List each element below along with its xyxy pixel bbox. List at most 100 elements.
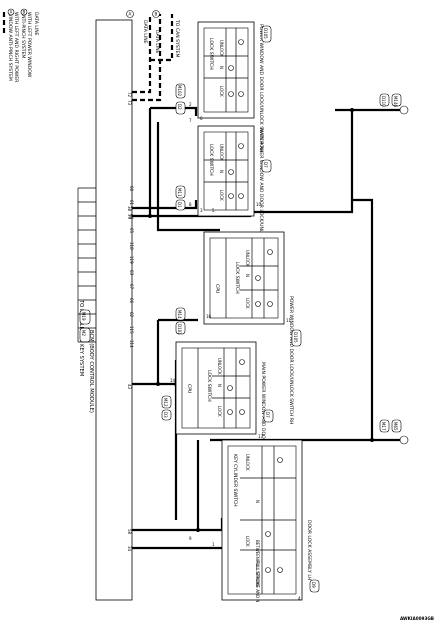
- pin-num: 8: [189, 202, 192, 207]
- pin-num: 14: [170, 378, 176, 383]
- bcm-out-pin: 38: [127, 206, 132, 212]
- bcm-pin: 62: [129, 312, 134, 318]
- pin-num: 4: [298, 596, 301, 601]
- bcm-pin: 65: [129, 228, 134, 234]
- pin-num: 7: [189, 118, 192, 123]
- wire-to-d110: [250, 110, 354, 214]
- rh-cpu-label: CPU: [214, 284, 220, 293]
- conn-m12: M12: [163, 398, 168, 407]
- bcm-out-pin: 58: [127, 529, 132, 535]
- bcm-out-pin: 39: [127, 214, 132, 220]
- splice: [350, 108, 354, 112]
- main-cpu-title: MAIN POWER WINDOW AND DOOR LOCK/UNLOCK S…: [260, 362, 266, 496]
- bcm-pin: 115: [129, 326, 134, 334]
- rh-lock-switch-label: LOCK SWITCH: [208, 38, 214, 70]
- terminal-right-bottom: [399, 435, 409, 445]
- rh-cpu-unlock-label: UNLOCK: [245, 250, 250, 267]
- data-line-wire-1: [132, 14, 152, 94]
- bcm-pin: 114: [129, 340, 134, 348]
- figure-code: AWKIA0093GB: [400, 616, 434, 621]
- door-n-label: N: [255, 500, 260, 503]
- legend-flag-a-text: A: [10, 10, 13, 15]
- wire-right-vertical: [352, 198, 374, 440]
- main-switch-title: MAIN POWER WINDOW AND DOOR LOCK/UNLOCK S…: [258, 128, 264, 262]
- can-wire: [150, 14, 174, 62]
- data-line-label-1: DATA LINE: [142, 20, 148, 44]
- main-cpu-lock-switch-label: LOCK SWITCH: [206, 370, 212, 402]
- door-unlock-label: UNLOCK: [245, 454, 250, 471]
- splice: [148, 214, 152, 218]
- legend-flag-b-text: B: [23, 10, 26, 15]
- conn-m146: M146: [393, 96, 398, 108]
- bcm-out-pin: 43: [127, 384, 132, 390]
- top-flag-a: A: [129, 12, 132, 17]
- pin-num: 5: [212, 208, 215, 213]
- pin-num: 11: [286, 318, 292, 323]
- legend-flag-a: [7, 8, 15, 16]
- bcm-out-pin: 72: [127, 92, 132, 98]
- door-between-label: BETWEEN FULL STROKE AND N: [255, 540, 260, 602]
- conn-d101: D101: [177, 324, 182, 335]
- conn-d2: D2: [177, 104, 182, 110]
- pin-num: 10: [256, 202, 262, 207]
- pin-num: 9: [189, 536, 192, 541]
- main-cpu-switch-component: CPU LOCK SWITCH LOCK N UNLOCK MAIN POWER…: [175, 341, 274, 496]
- wire-vertical-2: [156, 122, 220, 232]
- bcm-pin-labels: 60 61 64 65 118 119 63 67 66 62 115 114: [129, 186, 134, 348]
- rh-cpu-code: D105: [293, 332, 298, 343]
- conn-d3: D3: [163, 412, 168, 418]
- bcm-pin: 119: [129, 256, 134, 264]
- conn-m17: M17: [381, 422, 386, 431]
- rh-cpu-title: POWER WINDOW AND DOOR LOCK/UNLOCK SWITCH…: [288, 296, 294, 424]
- bcm-out-pin: 73: [127, 100, 132, 106]
- bcm-pin: 67: [129, 284, 134, 290]
- conn-m65: M65: [393, 422, 398, 431]
- splice: [156, 382, 160, 386]
- pin-num: 16: [206, 314, 212, 319]
- main-cpu-label: CPU: [186, 384, 192, 393]
- main-cpu-unlock-label: UNLOCK: [217, 358, 222, 375]
- rh-cpu-switch-component: CPU LOCK SWITCH LOCK N UNLOCK POWER WIND…: [203, 231, 302, 424]
- bcm-pin: 66: [129, 298, 134, 304]
- rh-lock-switch-component: LOCK SWITCH LOCK N UNLOCK POWER WINDOW A…: [197, 21, 272, 152]
- main-lock-switch-component: LOCK SWITCH LOCK N UNLOCK MAIN POWER WIN…: [197, 125, 272, 262]
- bcm-connector-code: M19: [81, 312, 86, 321]
- main-switch-code: D7: [263, 162, 268, 168]
- main-lock-label: LOCK: [219, 190, 224, 201]
- conn-m11: M11: [177, 188, 182, 197]
- legend-flag-b: [20, 8, 28, 16]
- key-cylinder-label: KEY CYLINDER SWITCH: [232, 454, 238, 507]
- main-cpu-n-label: N: [217, 384, 222, 387]
- splice: [196, 528, 200, 532]
- main-n-label: N: [219, 170, 224, 173]
- door-full-stroke-label: FULL STROKE: [255, 560, 260, 587]
- bcm-block: [95, 19, 133, 601]
- conn-m102: M102: [177, 85, 182, 97]
- component-pin-numbers: 2 7 8 3 5 6 9 10 11 16 14 4 17 1: [170, 102, 301, 601]
- can-system-label: TO CAN SYSTEM: [174, 19, 180, 57]
- bcm-pin: 61: [129, 200, 134, 206]
- conn-d110: D110: [381, 96, 386, 107]
- door-lock-title: DOOR LOCK ASSEMBLY LH: [306, 520, 312, 580]
- bcm-pin: 64: [129, 214, 134, 220]
- bcm-pin: 118: [129, 242, 134, 250]
- bcm-pin-stubs: [77, 187, 96, 343]
- wire-72: [150, 106, 198, 116]
- main-unlock-label: UNLOCK: [219, 144, 224, 161]
- main-cpu-code: D7: [265, 412, 270, 418]
- door-lock-code: D9: [311, 582, 316, 588]
- pin-num: 1: [212, 542, 215, 547]
- splice: [370, 438, 374, 442]
- rh-n-label: N: [219, 66, 224, 69]
- conn-m14: M14: [177, 310, 182, 319]
- door-lock-label: LOCK: [245, 536, 250, 547]
- pin-num: 2: [189, 102, 192, 107]
- terminal-right-top: [399, 105, 409, 115]
- door-lock-lh-component: KEY CYLINDER SWITCH LOCK UNLOCK FULL STR…: [221, 439, 320, 602]
- pin-num: 6: [200, 116, 203, 121]
- pin-num: 3: [200, 208, 203, 213]
- main-cpu-lock-label: LOCK: [217, 406, 222, 417]
- rh-cpu-lock-switch-label: LOCK SWITCH: [234, 262, 240, 294]
